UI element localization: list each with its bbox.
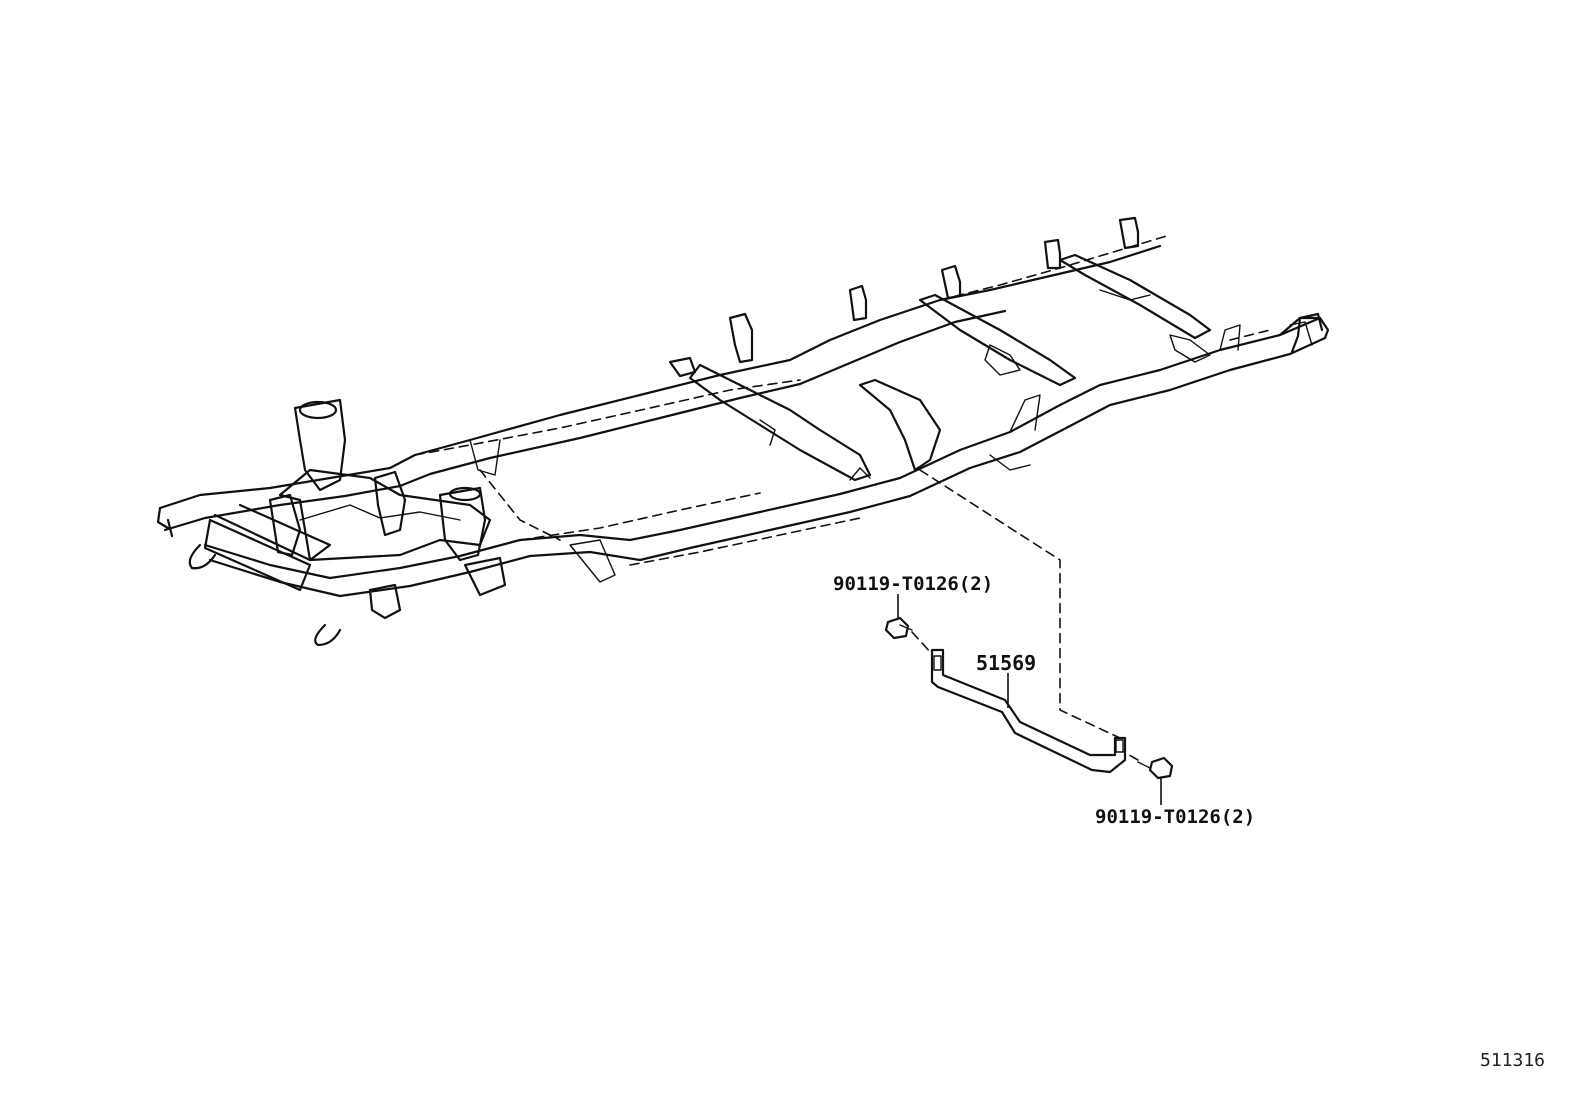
front-side-rail	[156, 244, 1162, 538]
mount-phantom-line	[919, 469, 1121, 739]
body-mount-brackets	[668, 216, 1324, 378]
part-label-bolt-lower: 90119-T0126(2)	[1095, 806, 1255, 828]
frame-details	[469, 289, 1313, 583]
diagram-id: 511316	[1480, 1050, 1545, 1071]
frame-phantom-lines	[414, 234, 1271, 566]
tow-hooks	[188, 543, 342, 647]
far-side-rail	[203, 316, 1330, 598]
part-label-bracket: 51569	[976, 651, 1036, 675]
bracket-51569	[930, 648, 1127, 774]
shock-towers	[268, 398, 507, 620]
cross-members	[203, 253, 1212, 592]
bolt-lower	[1123, 751, 1174, 780]
vehicle-frame	[156, 216, 1330, 647]
bolt-upper	[884, 616, 933, 655]
part-label-bolt-upper: 90119-T0126(2)	[833, 573, 993, 595]
